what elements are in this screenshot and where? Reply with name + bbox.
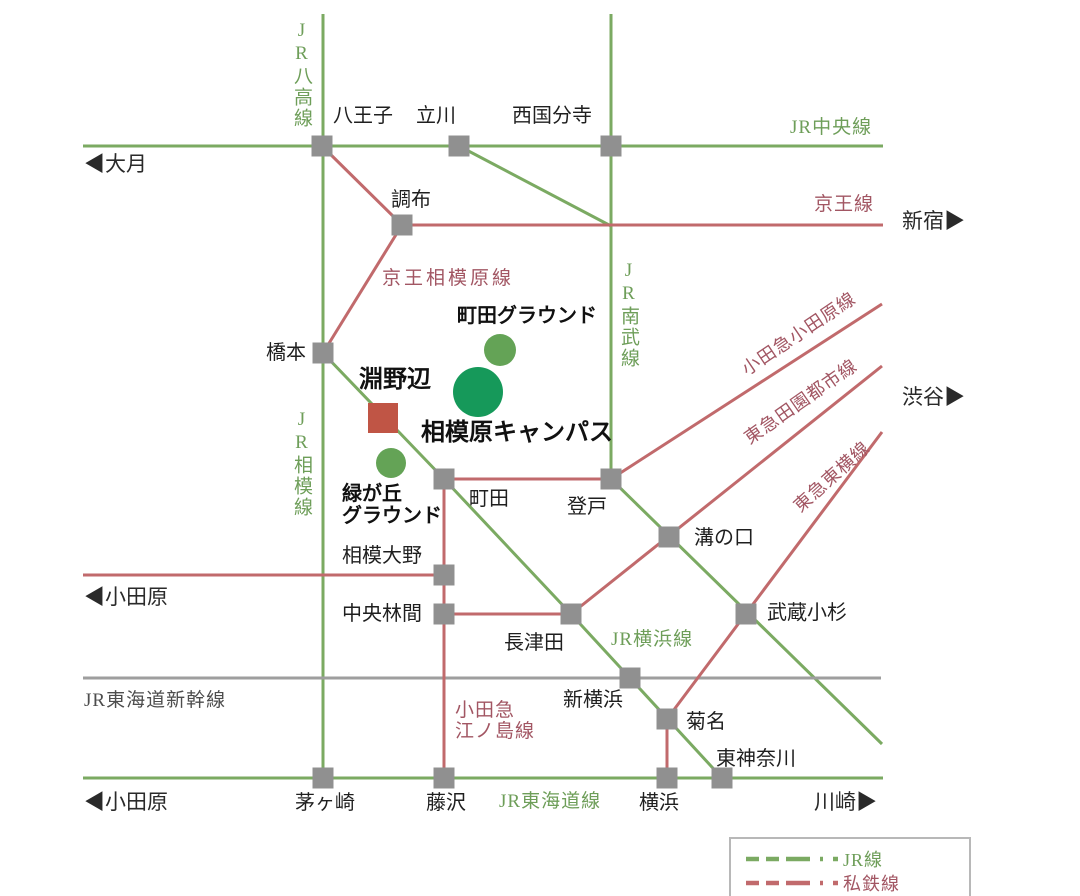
line-label-jr-tokaido-shinkansen: JR東海道新幹線 (84, 690, 227, 711)
direction-label-odawara-tokaido: ◀小田原 (84, 791, 168, 814)
station-marker-shinyokohama (619, 667, 641, 689)
line-label-jr-tokaido: JR東海道線 (499, 791, 602, 812)
line-keio-hachioji-branch (320, 144, 404, 227)
station-marker-noborito (600, 468, 622, 490)
station-marker-higashikanagawa (711, 767, 733, 789)
line-label-jr-yokohama: JR横浜線 (611, 629, 694, 650)
line-jr-yokohama-nagatsuta-higashikanagawa (569, 612, 724, 780)
station-marker-chigasaki (312, 767, 334, 789)
station-label-musashikosugi: 武蔵小杉 (767, 602, 847, 624)
station-label-shinyokohama: 新横浜 (563, 689, 623, 711)
station-label-hashimoto: 橋本 (266, 342, 306, 364)
station-label-fuchinobe: 淵野辺 (359, 366, 431, 393)
station-marker-fujisawa (433, 767, 455, 789)
line-label-jr-nambu: JR南武線 (618, 260, 639, 369)
station-marker-musashikosugi (735, 603, 757, 625)
station-marker-hachioji (311, 135, 333, 157)
station-marker-machida (433, 468, 455, 490)
station-label-fujisawa: 藤沢 (426, 792, 466, 814)
station-label-tachikawa: 立川 (416, 105, 456, 127)
line-label-keio-sagamihara: 京王相模原線 (382, 268, 515, 289)
station-label-machida: 町田 (469, 488, 509, 510)
station-marker-sagamiono (433, 564, 455, 586)
direction-label-odawara-odakyu: ◀小田原 (84, 586, 168, 609)
station-label-noborito: 登戸 (567, 496, 607, 518)
station-label-nagatsuta: 長津田 (504, 632, 564, 654)
legend-jr-label: JR線 (843, 850, 884, 870)
midorigaoka-ground-circle (376, 448, 406, 478)
line-odakyu-odawara-diagonal (610, 302, 883, 481)
line-label-odakyu-enoshima: 小田急 江ノ島線 (455, 700, 536, 743)
station-label-hachioji: 八王子 (333, 105, 393, 127)
station-label-yokohama: 横浜 (639, 792, 679, 814)
sagamihara-campus-circle (453, 367, 503, 417)
station-label-nishikokubunji: 西国分寺 (512, 105, 592, 127)
station-marker-nishikokubunji (600, 135, 622, 157)
station-marker-chofu (391, 214, 413, 236)
line-keio-sagamihara (321, 224, 404, 354)
line-label-jr-chuo: JR中央線 (790, 117, 873, 138)
station-label-kikuna: 菊名 (686, 711, 726, 733)
station-marker-tachikawa (448, 135, 470, 157)
station-label-chuorinkan: 中央林間 (342, 603, 422, 625)
machida-ground-label: 町田グラウンド (457, 305, 597, 327)
midorigaoka-ground-label: 緑が丘 グラウンド (342, 483, 442, 528)
line-label-jr-hachiko: JR八高線 (291, 20, 312, 129)
legend-box (729, 837, 971, 896)
station-marker-nagatsuta (560, 603, 582, 625)
station-marker-mizonokuchi (658, 526, 680, 548)
station-marker-fuchinobe (368, 403, 398, 433)
line-label-keio: 京王線 (814, 194, 875, 215)
station-label-chofu: 調布 (391, 189, 431, 211)
machida-ground-circle (484, 334, 516, 366)
line-tokyu-toyoko-diagonal (665, 431, 884, 720)
line-jr-nambu-tachikawa-link (458, 144, 612, 228)
direction-label-kawasaki: 川崎▶ (814, 791, 877, 814)
direction-label-shibuya: 渋谷▶ (902, 386, 965, 409)
station-label-mizonokuchi: 溝の口 (694, 527, 754, 549)
direction-label-otsuki: ◀大月 (84, 153, 147, 176)
station-label-chigasaki: 茅ヶ崎 (295, 792, 355, 814)
line-tokyu-denentoshi-diagonal (570, 364, 883, 616)
station-marker-kikuna (656, 708, 678, 730)
station-marker-hashimoto (312, 342, 334, 364)
sagamihara-campus-label: 相模原キャンパス (421, 419, 613, 446)
line-label-jr-sagami: JR相模線 (291, 409, 312, 518)
direction-label-shinjuku: 新宿▶ (902, 210, 965, 233)
station-marker-yokohama (656, 767, 678, 789)
station-label-higashikanagawa: 東神奈川 (716, 748, 796, 770)
line-jr-yokohama-machida-nagatsuta (442, 477, 573, 616)
station-marker-chuorinkan (433, 603, 455, 625)
station-label-sagamiono: 相模大野 (342, 545, 422, 567)
legend-private-label: 私鉄線 (843, 874, 900, 894)
